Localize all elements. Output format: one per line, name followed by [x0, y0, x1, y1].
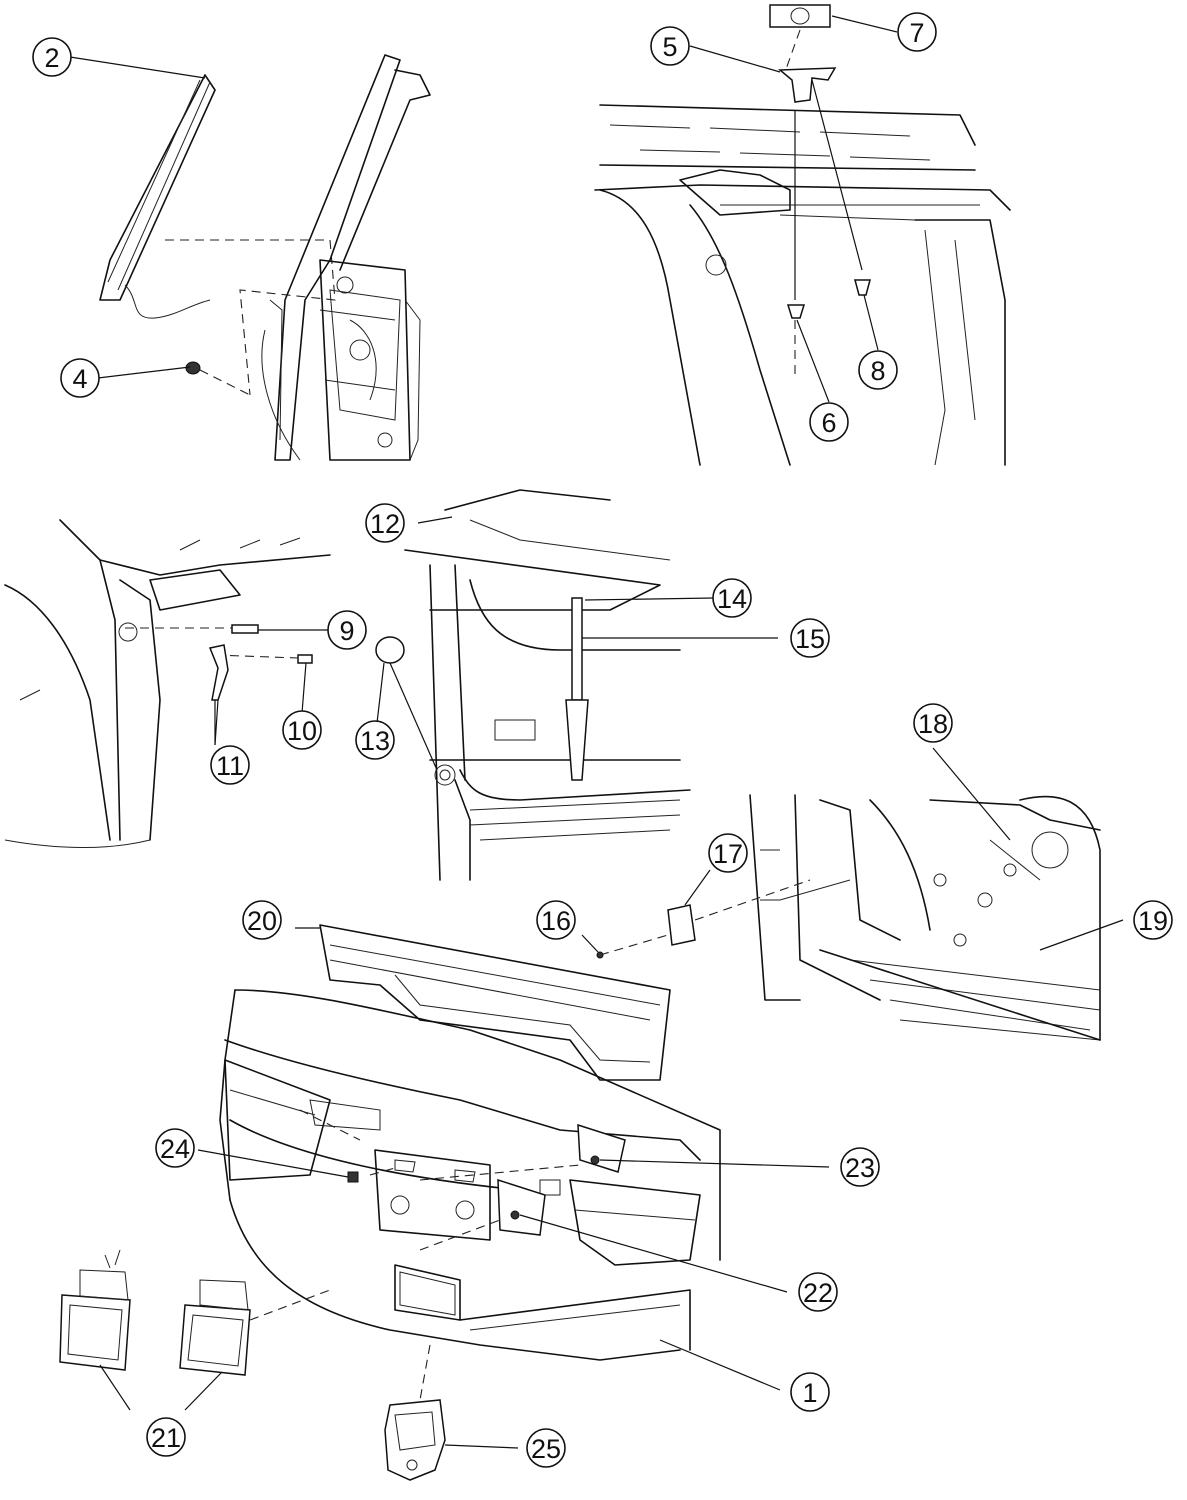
callout-10: 10 [282, 710, 322, 750]
svg-text:15: 15 [795, 624, 825, 654]
svg-text:16: 16 [541, 906, 571, 936]
svg-text:13: 13 [360, 726, 390, 756]
callout-19: 19 [1133, 900, 1173, 940]
svg-text:19: 19 [1138, 906, 1168, 936]
callout-8: 8 [858, 350, 898, 390]
svg-text:18: 18 [918, 709, 948, 739]
callout-18: 18 [913, 703, 953, 743]
callout-9: 9 [327, 610, 367, 650]
callout-21: 21 [146, 1417, 186, 1457]
callout-25: 25 [526, 1428, 566, 1468]
svg-text:1: 1 [802, 1378, 817, 1408]
svg-text:22: 22 [803, 1278, 833, 1308]
callout-11: 11 [210, 745, 250, 785]
callout-4: 4 [60, 358, 100, 398]
svg-text:11: 11 [216, 751, 244, 781]
callout-16: 16 [536, 900, 576, 940]
callout-17: 17 [708, 833, 748, 873]
svg-text:14: 14 [717, 584, 747, 614]
callout-1: 1 [790, 1372, 830, 1412]
panel-liftgate-exterior [59, 924, 721, 1481]
callout-7: 7 [897, 12, 937, 52]
svg-text:2: 2 [44, 43, 59, 73]
callout-bubbles: 2 4 5 7 6 8 9 10 11 12 13 14 15 16 17 18… [32, 12, 1173, 1468]
callout-22: 22 [798, 1272, 838, 1312]
svg-text:5: 5 [662, 32, 677, 62]
svg-text:23: 23 [845, 1153, 875, 1183]
panel-liftgate-strut [375, 489, 691, 881]
panel-liftgate-pillar [4, 519, 331, 848]
callout-5: 5 [650, 26, 690, 66]
svg-text:17: 17 [713, 839, 743, 869]
callout-12: 12 [365, 503, 405, 543]
svg-text:10: 10 [287, 716, 317, 746]
svg-text:24: 24 [160, 1134, 190, 1164]
panel-roof-header [594, 4, 1011, 466]
svg-text:25: 25 [531, 1434, 561, 1464]
svg-text:7: 7 [909, 18, 924, 48]
svg-text:9: 9 [339, 616, 354, 646]
panel-quarter-panel [596, 794, 1101, 1041]
callout-6: 6 [809, 402, 849, 442]
callout-24: 24 [155, 1128, 195, 1168]
svg-text:20: 20 [247, 906, 277, 936]
callout-15: 15 [790, 618, 830, 658]
callout-14: 14 [712, 578, 752, 618]
callout-13: 13 [355, 720, 395, 760]
callout-20: 20 [242, 900, 282, 940]
svg-text:6: 6 [821, 408, 836, 438]
svg-text:8: 8 [870, 356, 885, 386]
svg-text:21: 21 [151, 1423, 181, 1453]
callout-2: 2 [32, 37, 72, 77]
svg-text:4: 4 [72, 364, 87, 394]
callout-leaders [69, 15, 1124, 1449]
callout-23: 23 [840, 1147, 880, 1187]
svg-text:12: 12 [370, 509, 400, 539]
panel-d-pillar-molding [99, 54, 431, 461]
